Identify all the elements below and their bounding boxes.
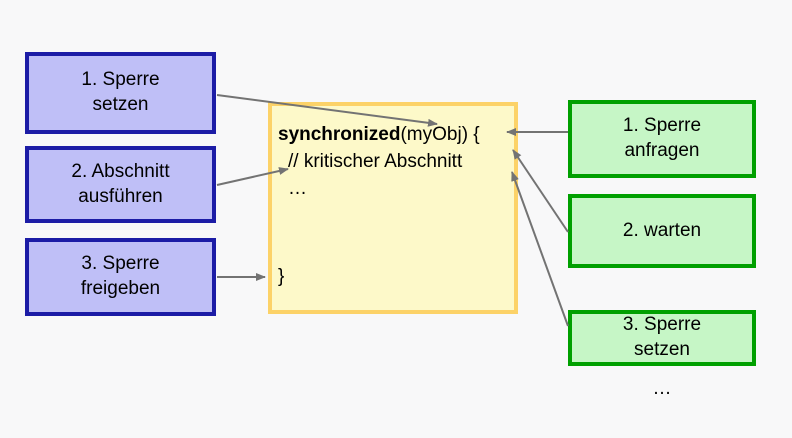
- lock-box-request-lock[interactable]: 1. Sperre anfragen: [568, 100, 756, 178]
- code-line-ellipsis: …: [288, 177, 307, 199]
- lock-box-line-1: 1. Sperre: [622, 115, 702, 137]
- arrow-acquire-lock: [511, 171, 569, 327]
- lock-box-line-1: 2. warten: [622, 219, 702, 241]
- lock-box-wait[interactable]: 2. warten: [568, 194, 756, 268]
- step-box-line-1: 2. Abschnitt: [71, 160, 170, 182]
- step-box-execute-section[interactable]: 2. Abschnitt ausführen: [25, 146, 216, 223]
- step-box-line-2: ausführen: [78, 185, 163, 207]
- step-box-line-2: freigeben: [80, 278, 161, 299]
- lock-box-line-2: anfragen: [624, 140, 700, 161]
- synchronized-code-block: synchronized(myObj) { // kritischer Absc…: [268, 102, 518, 314]
- lock-box-acquire-lock[interactable]: 3. Sperre setzen: [568, 310, 756, 366]
- code-signature: (myObj) {: [400, 124, 480, 145]
- step-box-line-2: setzen: [92, 94, 149, 115]
- keyword-synchronized: synchronized: [278, 124, 401, 145]
- code-lines: synchronized(myObj) { // kritischer Absc…: [278, 122, 512, 203]
- step-box-line-1: 1. Sperre: [81, 69, 160, 91]
- arrow-wait: [512, 149, 569, 233]
- code-line-synchronized: synchronized(myObj) {: [278, 122, 512, 149]
- lock-column-ellipsis: …: [652, 378, 672, 399]
- step-box-line-1: 3. Sperre: [81, 253, 160, 275]
- lock-box-line-2: setzen: [634, 339, 690, 360]
- step-box-release-lock[interactable]: 3. Sperre freigeben: [25, 238, 216, 316]
- code-line-closing-brace: }: [278, 266, 285, 287]
- step-box-set-lock[interactable]: 1. Sperre setzen: [25, 52, 216, 134]
- lock-box-line-1: 3. Sperre: [622, 314, 702, 336]
- code-line-comment: // kritischer Abschnitt: [288, 150, 463, 172]
